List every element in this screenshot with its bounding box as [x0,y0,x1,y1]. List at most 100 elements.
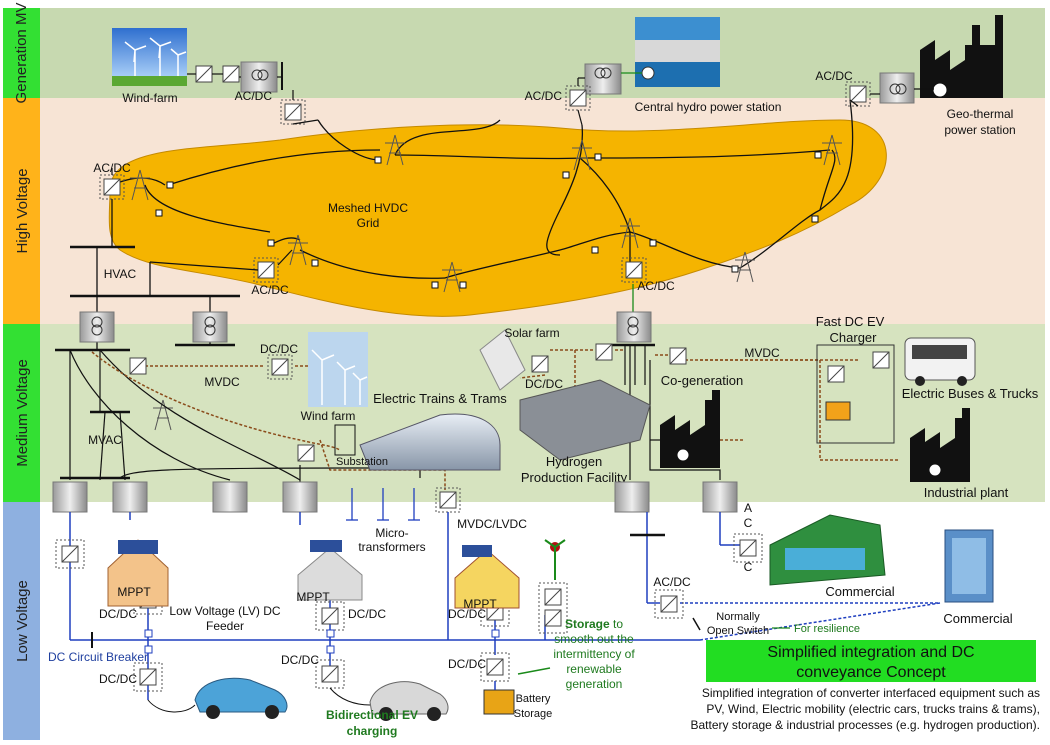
mv-side [3,324,40,502]
hvdc-lines [119,99,854,279]
pylons [130,134,842,431]
bidir-label-1: Bidirectional EV [326,708,418,722]
cogeneration-label: Co-generation [661,373,743,388]
buses-label: Electric Buses & Trucks [902,386,1039,401]
storage-note-1: Storage to [565,617,623,631]
mvdc-lines [91,349,900,490]
storage-note-2: smooth out the [554,632,634,646]
battery-image [483,689,515,715]
ac-label-c2: C [744,560,753,574]
commercial-label-1: Commercial [825,584,894,599]
ac-label-a: A [744,501,752,515]
micro-label-1: Micro- [375,526,408,540]
mvdc-label-1: MVDC [204,375,240,389]
lv-dc-feeder-label-1: Low Voltage (LV) DC [169,604,280,618]
geothermal-label-1: Geo-thermal [947,107,1014,121]
mvac-label: MVAC [88,433,122,447]
dcdc-lv-label-1: DC/DC [99,607,137,621]
industrial-plant-icon [910,408,970,482]
dcdc-lv-label-5: DC/DC [448,607,486,621]
concept-desc-1: Simplified integration of converter inte… [702,686,1040,700]
normally-open-label-1: Normally [716,611,760,623]
wind-farm-label: Wind-farm [122,91,177,105]
hvac-label: HVAC [104,267,137,281]
wind-farm-mv-image [308,332,368,407]
resilience-label: For resilience [794,623,860,635]
lv-breakers [144,629,500,654]
trains-label: Electric Trains & Trams [373,391,507,406]
mv-lv-transformers [52,481,738,513]
meshed-grid-label-1: Meshed HVDC [328,201,408,215]
lv-dc-feeder-label-2: Feeder [206,619,244,633]
cogeneration-factory-icon [660,390,720,468]
fast-dc-charger-box [816,344,895,444]
industrial-label: Industrial plant [924,485,1009,500]
acdc-label-4: AC/DC [93,161,131,175]
lv-label: Low Voltage [14,580,31,662]
geothermal-factory-icon [920,15,1003,98]
mvdc-lvdc-label: MVDC/LVDC [457,517,527,531]
concept-desc-3: Battery storage & industrial processes (… [690,718,1040,732]
mvac-network [60,343,721,490]
meshed-grid-label-2: Grid [357,216,380,230]
ev-car-2-image [369,681,449,715]
dcdc-lv-label-3: DC/DC [348,607,386,621]
hvac-network [55,199,634,352]
commercial-label-2: Commercial [943,611,1012,626]
mppt-label-1: MPPT [117,585,151,599]
battery-label-1: Battery [516,693,551,705]
lv-side [3,502,40,740]
generation-lines [111,72,934,266]
acdc-label-5: AC/DC [251,283,289,297]
hydrogen-facility-image [519,379,651,461]
mvdc-label-2: MVDC [744,346,780,360]
acdc-label-1: AC/DC [235,89,273,103]
generation-label: Generation MV [13,3,30,104]
hv-label: High Voltage [14,168,31,253]
battery-label-2: Storage [514,708,553,720]
micro-transformers [346,488,420,521]
hv-side [3,98,40,324]
fast-dc-label-1: Fast DC EV [816,314,885,329]
generation-band [40,8,1045,98]
concept-box [706,640,1036,682]
acdc-label-2: AC/DC [525,89,563,103]
house-2-image [297,547,363,601]
dcdc-mv-label-1: DC/DC [260,342,298,356]
solar-farm-icon [479,329,526,391]
dcdc-lv-label-2: DC/DC [99,672,137,686]
storage-note-5: generation [566,677,623,691]
hydrogen-label-1: Hydrogen [546,454,602,469]
acdc-label-3: AC/DC [815,69,853,83]
storage-note-3: intermittency of [553,647,635,661]
dcdc-lv-label-6: DC/DC [448,657,486,671]
mv-label: Medium Voltage [14,359,31,467]
substation-label: Substation [336,456,388,468]
micro-label-2: transformers [358,540,425,554]
ac-label-c1: C [744,516,753,530]
hydrogen-label-2: Production Facility [521,470,628,485]
concept-title-2: conveyance Concept [796,664,946,681]
solar-farm-label: Solar farm [504,326,559,340]
generation-side [3,8,40,98]
ev-car-1-image [194,677,288,713]
geothermal-label-2: power station [944,123,1015,137]
hvdc-grid-area [108,119,887,317]
dcdc-mv-label-2: DC/DC [525,377,563,391]
wind-farm-mv-label: Wind farm [301,409,356,423]
hvdc-breakers [155,151,822,289]
train-image [359,413,501,471]
acdc-lv-label: AC/DC [653,575,691,589]
dcdc-lv-label-4: DC/DC [281,653,319,667]
fast-dc-label-2: Charger [830,330,878,345]
mv-converters [129,343,890,513]
hydro-label: Central hydro power station [635,100,782,114]
concept-desc-2: PV, Wind, Electric mobility (electric ca… [706,702,1040,716]
dc-breaker-label: DC Circuit Breaker [48,650,148,664]
normally-open-label-2: Open Switch [707,625,769,637]
hv-mv-transformers [79,311,652,343]
mppt-label-2: MPPT [296,590,330,604]
storage-note-4: renewable [566,662,622,676]
